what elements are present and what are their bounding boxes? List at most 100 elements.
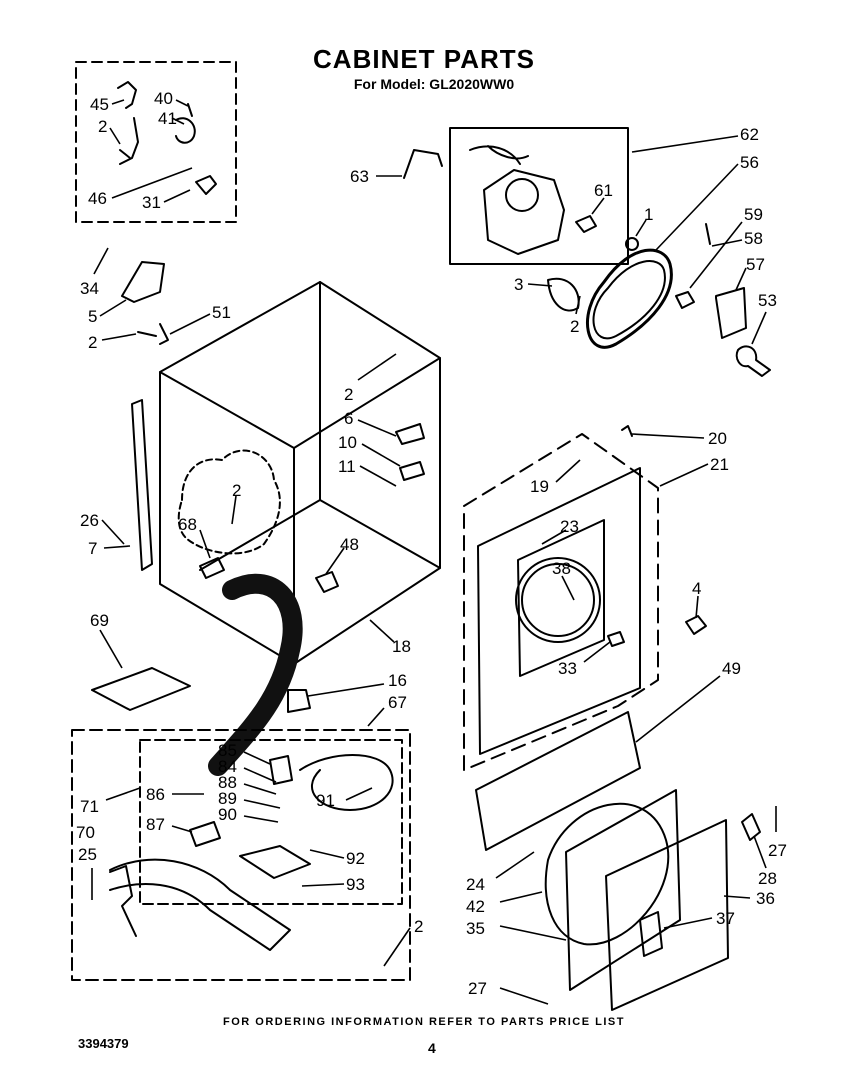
callout-85: 85: [218, 741, 237, 760]
leader-36: [723, 895, 751, 899]
cabinet-left-panel-cutout: [177, 449, 281, 555]
callout-37: 37: [716, 909, 735, 928]
leader-21: [659, 463, 709, 487]
callout-87: 87: [146, 815, 165, 834]
leader-90: [243, 815, 279, 823]
callout-5: 5: [88, 307, 97, 326]
callout-91: 91: [316, 791, 335, 810]
callout-90: 90: [218, 805, 237, 824]
leader-28: [753, 835, 767, 869]
callout-2: 2: [88, 333, 97, 352]
leader-31: [163, 189, 191, 203]
part-46-wire: [119, 117, 139, 165]
part-16-leveling-leg: [287, 689, 311, 713]
part-51-clip: [159, 323, 169, 345]
part-36-outer-door: [605, 819, 729, 1011]
part-56-belt-inner: [592, 260, 666, 340]
leader-16: [307, 683, 385, 697]
leader-2e: [231, 495, 237, 525]
leader-1: [635, 219, 647, 237]
exhaust-duct-hose: [208, 573, 303, 776]
callout-41: 41: [158, 109, 177, 128]
part-31-clip: [195, 175, 217, 195]
part-68-bracket: [199, 557, 225, 579]
callout-2: 2: [414, 917, 423, 936]
callout-56: 56: [740, 153, 759, 172]
leader-42: [499, 891, 543, 903]
callout-59: 59: [744, 205, 763, 224]
callout-4: 4: [692, 579, 701, 598]
part-6-bracket: [395, 423, 425, 445]
leader-20: [631, 433, 705, 439]
part-18-cabinet-shell: [159, 281, 441, 665]
part-48-clip: [315, 571, 339, 593]
callout-67: 67: [388, 693, 407, 712]
part-10-terminal-block: [399, 461, 425, 481]
burner-tube: [109, 858, 291, 951]
callout-21: 21: [710, 455, 729, 474]
front-panel-inner: [517, 519, 605, 677]
callout-18: 18: [392, 637, 411, 656]
leader-19: [555, 459, 581, 483]
callout-27: 27: [468, 979, 487, 998]
callout-69: 69: [90, 611, 109, 630]
part-2-screw-inset: [119, 149, 131, 159]
callout-35: 35: [466, 919, 485, 938]
callout-2: 2: [570, 317, 579, 336]
callout-63: 63: [350, 167, 369, 186]
leader-23: [541, 529, 567, 545]
callout-93: 93: [346, 875, 365, 894]
callout-45: 45: [90, 95, 109, 114]
callout-58: 58: [744, 229, 763, 248]
leader-2c: [101, 333, 137, 341]
part-63-bracket: [403, 149, 443, 179]
leader-24: [495, 851, 535, 879]
part-7-side-strip: [131, 399, 153, 571]
part-87-bracket: [189, 821, 221, 847]
part-25-igniter: [109, 865, 137, 937]
part-67-burner-assembly-box: [71, 729, 411, 981]
motor-assembly-box: [449, 127, 629, 265]
callout-86: 86: [146, 785, 165, 804]
leader-56: [655, 163, 739, 251]
leader-37: [663, 917, 713, 929]
leader-87: [171, 825, 193, 833]
callout-28: 28: [758, 869, 777, 888]
callout-19: 19: [530, 477, 549, 496]
leader-88: [243, 783, 277, 795]
leader-53: [751, 311, 767, 345]
callout-26: 26: [80, 511, 99, 530]
document-number: 3394379: [78, 1036, 129, 1051]
leader-61: [591, 197, 605, 215]
part-42-door-seal-ring: [544, 802, 670, 946]
callout-36: 36: [756, 889, 775, 908]
leader-85: [243, 751, 271, 765]
callout-31: 31: [142, 193, 161, 212]
callout-84: 84: [218, 757, 237, 776]
callout-11: 11: [338, 457, 356, 476]
leader-51: [169, 313, 211, 335]
leader-45: [111, 99, 125, 105]
part-71-valve-assembly-box: [139, 739, 403, 905]
part-28-hinge: [741, 813, 761, 841]
leader-2f: [383, 927, 411, 967]
leader-46: [111, 167, 193, 199]
part-45-fitting: [117, 81, 137, 109]
leader-4: [695, 595, 699, 619]
ordering-note: FOR ORDERING INFORMATION REFER TO PARTS …: [223, 1016, 625, 1028]
leader-48: [325, 547, 345, 575]
cabinet-inner-back: [199, 281, 441, 571]
part-1-pulley: [625, 237, 639, 251]
callout-53: 53: [758, 291, 777, 310]
callout-3: 3: [514, 275, 523, 294]
part-91-wire-harness: [299, 754, 394, 811]
leader-67: [367, 707, 385, 727]
leader-27b: [499, 987, 549, 1005]
leader-41: [171, 117, 185, 125]
part-2-screw-left: [137, 331, 157, 337]
part-40-screw: [187, 103, 193, 117]
part-57-idler-bracket: [715, 287, 747, 339]
leader-34: [93, 247, 109, 275]
part-4-clip: [685, 615, 707, 635]
